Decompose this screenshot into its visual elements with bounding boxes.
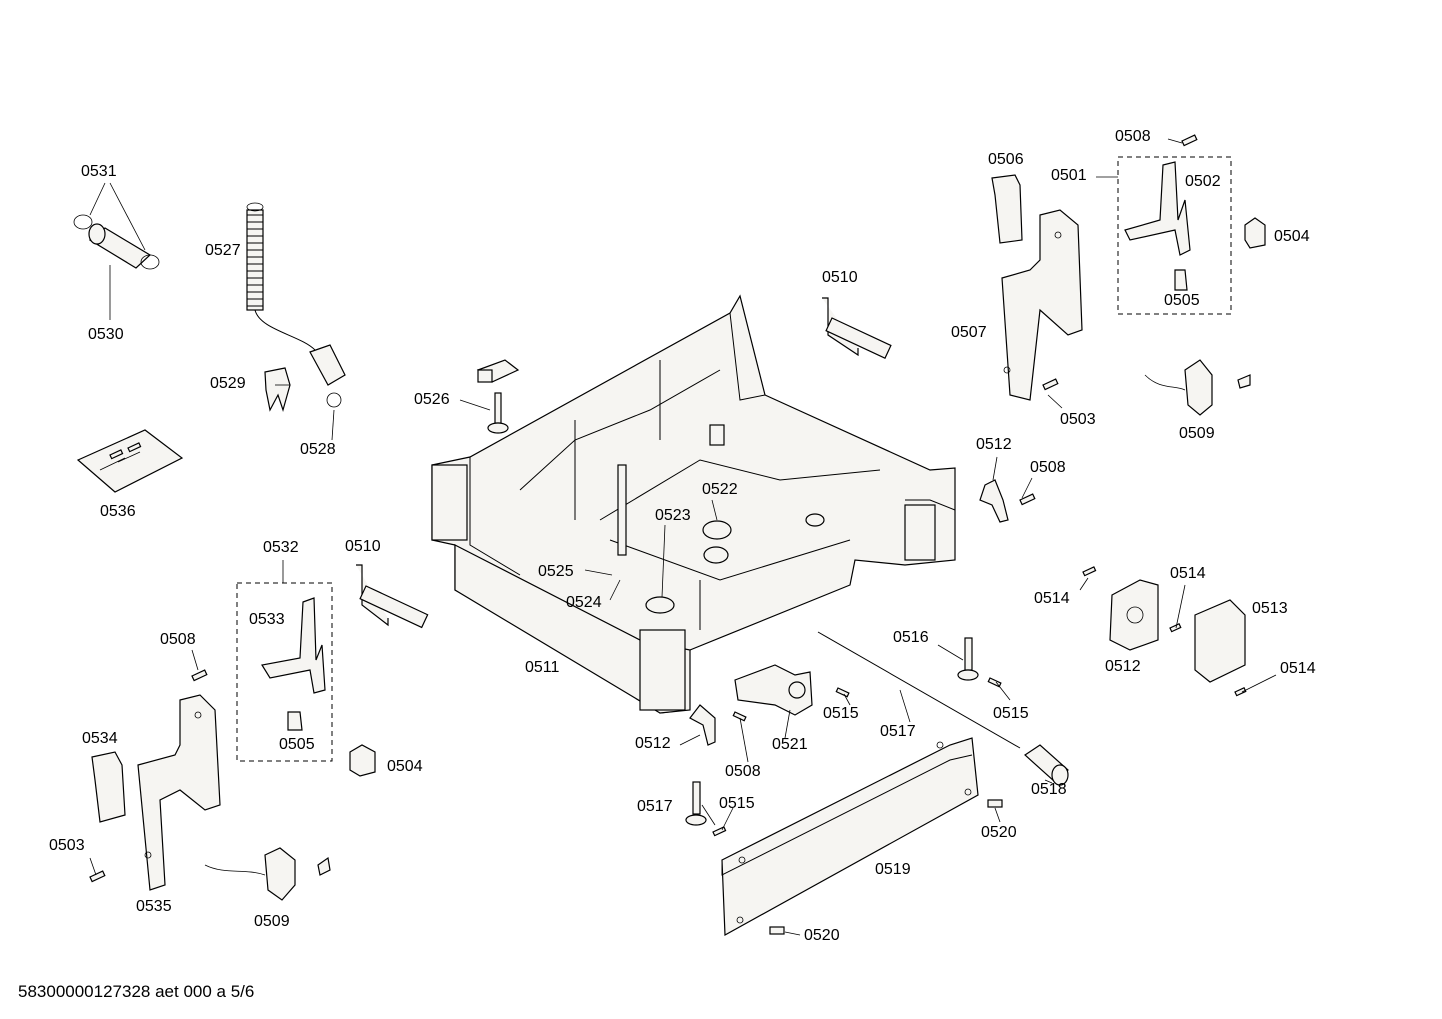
hinge-plate-a (1124, 161, 1191, 291)
part-label: 0512 (1105, 658, 1141, 675)
hinge-bracket-a (1001, 209, 1083, 401)
part-label: 0523 (655, 507, 691, 524)
part-label: 0507 (951, 324, 987, 341)
part-label: 0515 (823, 705, 859, 722)
junction-box (1109, 579, 1159, 651)
adjustable-foot-b (957, 637, 979, 681)
small-bracket-b (689, 704, 716, 746)
part-label: 0526 (414, 391, 450, 408)
adjustable-foot-c (685, 781, 707, 826)
part-label: 0514 (1280, 660, 1316, 677)
hose-clip (264, 367, 291, 413)
part-label: 0509 (254, 913, 290, 930)
part-label: 0525 (538, 563, 574, 580)
part-label: 0522 (702, 481, 738, 498)
part-label: 0509 (1179, 425, 1215, 442)
part-label: 0520 (804, 927, 840, 944)
leader-lines (89, 138, 1277, 936)
part-label: 0514 (1034, 590, 1070, 607)
part-label: 0536 (100, 503, 136, 520)
door-spring-b (356, 564, 429, 629)
kick-plate (721, 737, 979, 936)
hinge-mechanism-b (204, 847, 331, 901)
part-label: 0532 (263, 539, 299, 556)
part-label: 0530 (88, 326, 124, 343)
adjustable-foot-a (476, 359, 520, 434)
part-label: 0513 (1252, 600, 1288, 617)
part-label: 0521 (772, 736, 808, 753)
part-label: 0503 (1060, 411, 1096, 428)
part-label: 0503 (49, 837, 85, 854)
part-label: 0517 (637, 798, 673, 815)
inlet-valve (734, 664, 813, 716)
part-label: 0505 (279, 736, 315, 753)
document-id: 58300000127328 aet 000 a 5/6 (18, 982, 255, 1001)
assembly-group-0501 (1117, 156, 1232, 315)
part-label: 0510 (345, 538, 381, 555)
small-bracket-a (979, 479, 1009, 523)
part-label: 0519 (875, 861, 911, 878)
part-label: 0504 (387, 758, 423, 775)
door-spring-a (822, 297, 892, 359)
hinge-plate-b (261, 597, 326, 731)
part-label: 0508 (1030, 459, 1066, 476)
part-label: 0502 (1185, 173, 1221, 190)
part-label: 0517 (880, 723, 916, 740)
hose-tube (73, 214, 160, 270)
rod (817, 631, 1021, 749)
part-label: 0515 (719, 795, 755, 812)
part-label: 0501 (1051, 167, 1087, 184)
part-label: 0504 (1274, 228, 1310, 245)
hinge-cap-a (1244, 217, 1266, 249)
part-label: 0514 (1170, 565, 1206, 582)
part-label: 0512 (976, 436, 1012, 453)
part-label: 0529 (210, 375, 246, 392)
part-label: 0508 (1115, 128, 1151, 145)
part-label: 0506 (988, 151, 1024, 168)
part-label: 0524 (566, 594, 602, 611)
part-label: 0534 (82, 730, 118, 747)
part-label: 0535 (136, 898, 172, 915)
part-label: 0510 (822, 269, 858, 286)
junction-cover (1194, 599, 1246, 683)
part-label: 0531 (81, 163, 117, 180)
hinge-cover-a (991, 174, 1023, 244)
foot-cap (1024, 744, 1069, 786)
assembly-group-0532 (236, 582, 333, 762)
part-label: 0508 (160, 631, 196, 648)
hinge-mechanism-a (1144, 359, 1251, 416)
part-label: 0533 (249, 611, 285, 628)
hinge-cap-b (349, 744, 376, 777)
part-label: 0505 (1164, 292, 1200, 309)
part-label: 0515 (993, 705, 1029, 722)
part-label: 0518 (1031, 781, 1067, 798)
part-label: 0511 (525, 659, 560, 676)
part-label: 0516 (893, 629, 929, 646)
base-tub (431, 294, 956, 714)
part-label: 0512 (635, 735, 671, 752)
screw-bag (76, 429, 184, 493)
screws (89, 134, 1247, 935)
part-label: 0508 (725, 763, 761, 780)
corrugated-hose (246, 202, 346, 408)
hinge-bracket-b (137, 694, 221, 891)
part-label: 0527 (205, 242, 241, 259)
hinge-cover-b (91, 751, 126, 823)
part-label: 0528 (300, 441, 336, 458)
part-label: 0520 (981, 824, 1017, 841)
